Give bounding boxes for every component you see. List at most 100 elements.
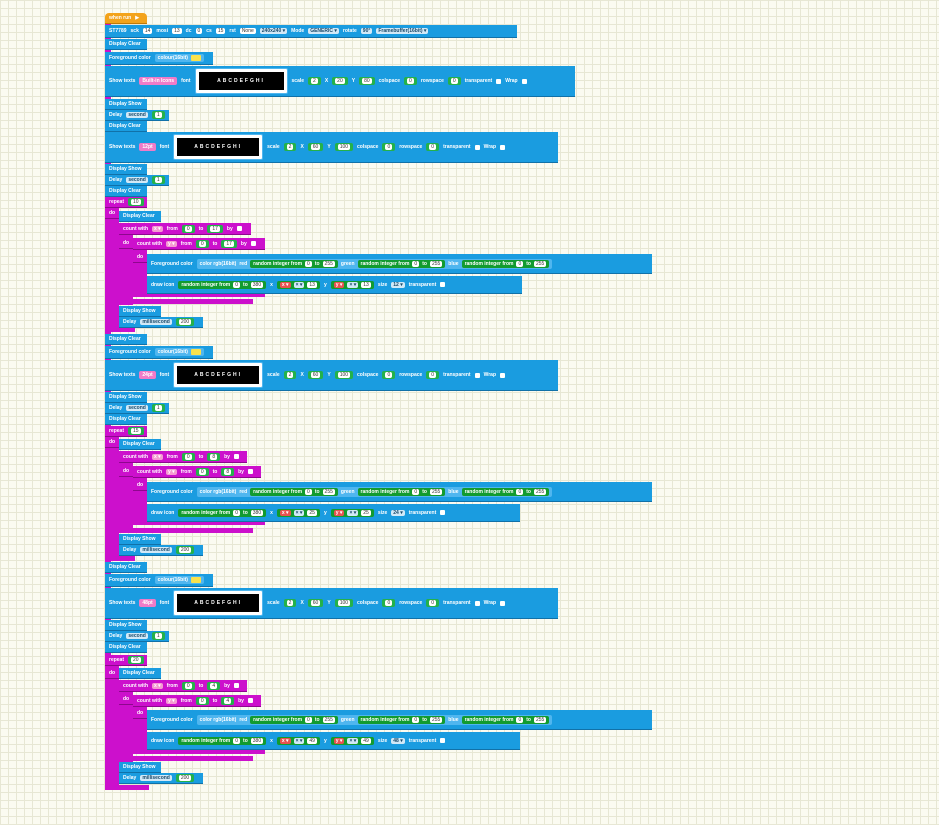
foreground-color-rgb-block[interactable]: Foreground color color rgb(16bit) red ra… [147,254,652,274]
foreground-color-rgb-block[interactable]: Foreground color color rgb(16bit) red ra… [147,482,652,502]
count-with-y-block[interactable]: count with y ▾ from 0 to 17 by [133,238,265,250]
wrap-checkbox[interactable] [521,78,527,84]
y-value[interactable]: 100 [337,600,351,606]
repeat-count-value[interactable]: 20 [131,657,141,663]
repeat-count-value[interactable]: 15 [131,428,141,434]
display-clear-block[interactable]: Display Clear [119,439,161,450]
x-value[interactable]: 20 [335,78,345,84]
rand-from[interactable]: 0 [412,260,420,267]
sck-field[interactable]: 14 [142,28,153,34]
y-value[interactable]: 100 [337,372,351,378]
transparent-checkbox[interactable] [440,510,446,515]
to-value[interactable]: 8 [224,468,232,475]
delay-value-slot[interactable]: 1 [151,111,165,119]
transparent-checkbox[interactable] [474,372,480,378]
from-slot[interactable]: 0 [195,467,209,476]
from-slot[interactable]: 0 [181,224,195,233]
foreground-color-block[interactable]: Foreground color colour(16bit) [105,346,213,359]
delay-block[interactable]: Delay second 1 [105,110,169,121]
repeat-block[interactable]: repeat 20 [105,655,147,666]
delay-value[interactable]: 200 [178,319,192,325]
display-clear-block[interactable]: Display Clear [119,668,161,679]
multiplier[interactable]: 49 [361,737,371,744]
rand-to[interactable]: 255 [429,488,443,495]
multiplier[interactable]: 25 [361,509,371,516]
op-dropdown[interactable]: × ▾ [347,281,359,288]
show-texts-block[interactable]: Show texts Built-in Icons font ABCDEFGHI… [105,66,575,97]
rand-to[interactable]: 380 [250,737,264,744]
rand-from[interactable]: 0 [412,716,420,723]
wrap-checkbox[interactable] [500,600,506,606]
delay-block[interactable]: Delay second 1 [105,403,169,414]
rand-from[interactable]: 0 [233,281,241,288]
from-value[interactable]: 0 [198,468,206,475]
colspace-value[interactable]: 0 [385,372,393,378]
transparent-checkbox[interactable] [474,600,480,606]
delay-value-slot[interactable]: 1 [151,176,165,184]
by-slot[interactable] [247,469,253,474]
to-value[interactable]: 4 [224,697,232,704]
colspace-slot[interactable]: 0 [382,143,396,151]
display-show-block[interactable]: Display Show [119,534,161,545]
colour-swatch[interactable] [190,577,201,583]
rand-from[interactable]: 0 [516,260,524,267]
font-preview[interactable]: ABCDEFGHI [194,68,288,94]
rowspace-slot[interactable]: 0 [426,371,440,379]
count-with-x-block[interactable]: count with x ▾ from 0 to 8 by [119,451,247,463]
multiply-x[interactable]: x ▾× ▾25 [276,508,320,517]
wrap-checkbox[interactable] [500,144,506,150]
display-clear-block[interactable]: Display Clear [105,121,147,132]
display-show-block[interactable]: Display Show [119,762,161,773]
font-preview[interactable]: ABCDEFGHI [173,362,264,388]
color-rgb-slot[interactable]: color rgb(16bit) red random integer from… [196,714,553,725]
var-y-ref[interactable]: y ▾ [333,509,345,516]
by-slot[interactable] [250,241,256,246]
st7789-init-block[interactable]: ST7789 sck 14 mosi 13 dc 0 cs 15 rst Non… [105,25,517,38]
repeat-count-slot[interactable]: 10 [128,198,144,206]
rand-to[interactable]: 255 [322,260,335,267]
colour-16bit-slot[interactable]: colour(16bit) [154,576,204,584]
display-show-block[interactable]: Display Show [105,392,147,403]
display-show-block[interactable]: Display Show [119,306,161,317]
to-slot[interactable]: 8 [221,467,235,476]
framebuffer-dropdown[interactable]: Framebuffer(16bit) ▾ [376,28,429,34]
rand-from[interactable]: 0 [305,488,312,495]
rand-from[interactable]: 0 [516,488,524,495]
x-value[interactable]: 60 [310,600,321,606]
from-value[interactable]: 0 [198,697,206,704]
colspace-slot[interactable]: 0 [404,77,417,85]
delay-value-slot[interactable]: 200 [175,318,195,326]
delay-value[interactable]: 200 [178,775,192,781]
op-dropdown[interactable]: × ▾ [347,509,359,516]
y-slot[interactable]: 100 [334,143,354,151]
multiplier[interactable]: 49 [307,737,317,744]
x-slot[interactable]: 60 [307,371,324,379]
show-texts-block[interactable]: Show texts 12pt font ABCDEFGHI scale 2 X… [105,132,558,163]
rst-field[interactable]: None [239,28,256,34]
x-slot[interactable]: 60 [307,599,324,607]
mode-dropdown[interactable]: GENERIC ▾ [308,28,339,34]
scale-slot[interactable]: 2 [283,143,297,151]
var-y-ref[interactable]: y ▾ [333,281,345,288]
var-y-dropdown[interactable]: y ▾ [166,697,177,704]
scale-slot[interactable]: 2 [283,371,297,379]
size-dropdown[interactable]: 24 ▾ [391,509,405,516]
text-string-slot[interactable]: 12pt [139,143,156,151]
colour-swatch[interactable] [190,349,201,355]
y-slot[interactable]: 100 [334,599,354,607]
count-with-x-block[interactable]: count with x ▾ from 0 to 17 by [119,223,251,235]
transparent-checkbox[interactable] [474,144,480,150]
colspace-slot[interactable]: 0 [382,371,396,379]
by-slot[interactable] [233,683,239,688]
wrap-checkbox[interactable] [500,372,506,378]
display-show-block[interactable]: Display Show [105,620,147,631]
rowspace-slot[interactable]: 0 [447,77,461,85]
rand-from[interactable]: 0 [305,260,312,267]
colspace-value[interactable]: 0 [385,600,393,606]
var-y-dropdown[interactable]: y ▾ [166,468,177,475]
